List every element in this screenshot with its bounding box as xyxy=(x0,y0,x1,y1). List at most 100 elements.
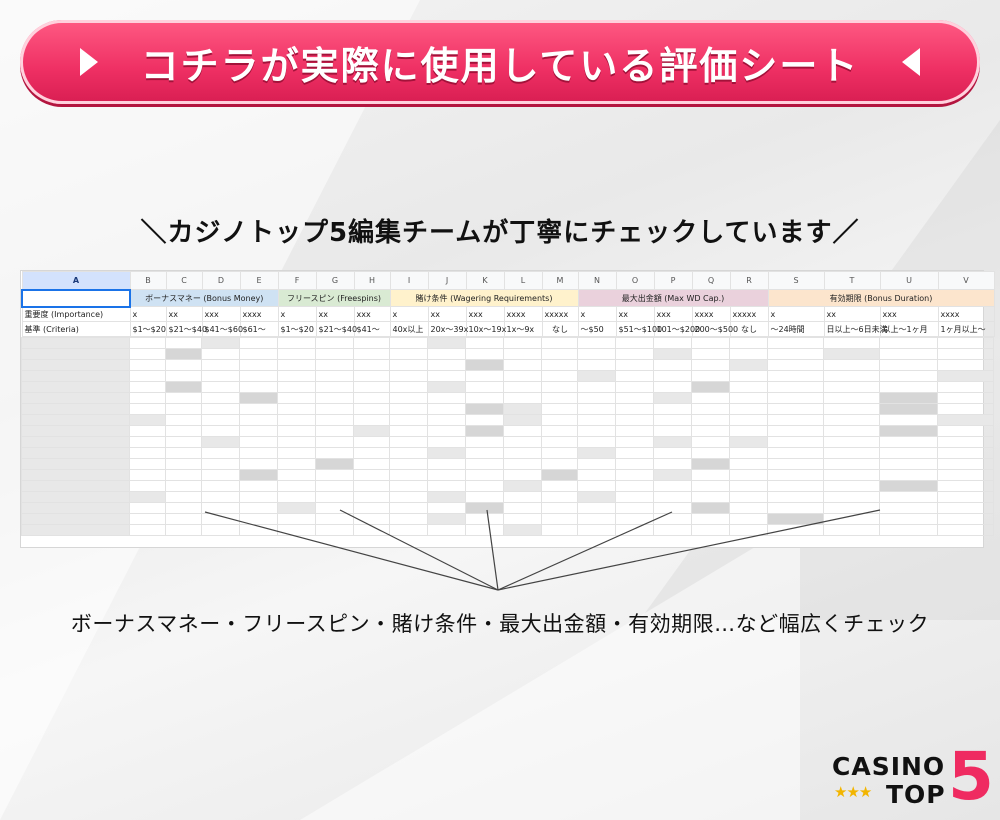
importance-cell[interactable]: xx xyxy=(615,306,655,322)
category-header[interactable]: ボーナスマネー (Bonus Money) xyxy=(129,289,279,307)
criteria-cell[interactable]: $1〜$20 xyxy=(277,321,317,337)
table-row xyxy=(21,513,994,525)
importance-cell[interactable]: xx xyxy=(315,306,355,322)
table-row xyxy=(21,370,994,382)
criteria-cell[interactable]: 以上〜1ヶ月 xyxy=(879,321,939,337)
importance-cell[interactable]: x xyxy=(577,306,617,322)
column-header-c[interactable]: C xyxy=(165,271,203,290)
table-row xyxy=(21,524,994,536)
importance-cell[interactable]: xxx xyxy=(653,306,693,322)
table-row xyxy=(21,447,994,459)
criteria-cell[interactable]: 1ヶ月以上〜 xyxy=(937,321,995,337)
criteria-cell[interactable]: $21〜$40 xyxy=(165,321,207,337)
criteria-cell[interactable]: $41〜$60 xyxy=(201,321,243,337)
criteria-cell[interactable]: 1x〜9x xyxy=(503,321,543,337)
criteria-cell[interactable]: $41〜 xyxy=(353,321,391,337)
criteria-cell[interactable]: 日以上〜6日未満 xyxy=(823,321,888,337)
row-label-importance[interactable]: 重要度 (Importance) xyxy=(21,306,131,322)
column-header-i[interactable]: I xyxy=(389,271,429,290)
background-facet xyxy=(300,520,800,820)
importance-cell[interactable]: xxxxx xyxy=(729,306,769,322)
star-icon: ★★★ xyxy=(834,783,872,801)
column-header-r[interactable]: R xyxy=(729,271,769,290)
table-row xyxy=(21,480,994,492)
bottom-caption: ボーナスマネー・フリースピン・賭け条件・最大出金額・有効期限…など幅広くチェック xyxy=(70,612,930,636)
column-header-g[interactable]: G xyxy=(315,271,355,290)
importance-cell[interactable]: xxxx xyxy=(239,306,279,322)
table-row xyxy=(21,381,994,393)
column-header-m[interactable]: M xyxy=(541,271,579,290)
column-header-e[interactable]: E xyxy=(239,271,279,290)
criteria-cell[interactable]: 40x以上 xyxy=(389,321,429,337)
importance-cell[interactable]: xxx xyxy=(353,306,391,322)
importance-cell[interactable]: xxx xyxy=(879,306,939,322)
logo-five-text: 5 xyxy=(948,738,994,815)
criteria-cell[interactable]: 〜$50 xyxy=(577,321,617,337)
logo-casino-text: CASINO xyxy=(832,752,946,781)
column-header-a[interactable]: A xyxy=(21,271,131,290)
importance-cell[interactable]: xxxx xyxy=(937,306,995,322)
table-row xyxy=(21,502,994,514)
importance-cell[interactable]: xxxx xyxy=(691,306,731,322)
table-row xyxy=(21,403,994,415)
blurred-data-rows xyxy=(21,337,994,536)
column-header-q[interactable]: Q xyxy=(691,271,731,290)
table-row xyxy=(21,469,994,481)
criteria-cell[interactable]: $1〜$20 xyxy=(129,321,167,337)
table-row xyxy=(21,359,994,371)
category-header[interactable]: 有効期限 (Bonus Duration) xyxy=(767,289,995,307)
column-header-s[interactable]: S xyxy=(767,271,825,290)
selected-cell-a2[interactable] xyxy=(21,288,131,308)
importance-cell[interactable]: x xyxy=(277,306,317,322)
column-header-d[interactable]: D xyxy=(201,271,241,290)
logo-top-text: TOP xyxy=(886,780,946,809)
column-header-l[interactable]: L xyxy=(503,271,543,290)
criteria-row: 基準 (Criteria) $1〜$20$21〜$40$41〜$60$61〜$1… xyxy=(21,321,995,337)
importance-cell[interactable]: xxxxx xyxy=(541,306,579,322)
column-header-n[interactable]: N xyxy=(577,271,617,290)
importance-cell[interactable]: x xyxy=(129,306,167,322)
criteria-cell[interactable]: 〜24時間 xyxy=(767,321,825,337)
criteria-cell[interactable]: なし xyxy=(541,321,579,337)
column-header-t[interactable]: T xyxy=(823,271,881,290)
row-label-criteria[interactable]: 基準 (Criteria) xyxy=(21,321,131,337)
criteria-cell[interactable]: 20x〜39x xyxy=(427,321,468,337)
category-header[interactable]: フリースピン (Freespins) xyxy=(277,289,391,307)
criteria-cell[interactable]: 101〜$200 xyxy=(653,321,700,337)
column-header-k[interactable]: K xyxy=(465,271,505,290)
importance-cell[interactable]: xx xyxy=(165,306,203,322)
column-header-u[interactable]: U xyxy=(879,271,939,290)
importance-cell[interactable]: xxx xyxy=(465,306,505,322)
criteria-cell[interactable]: $21〜$40 xyxy=(315,321,357,337)
column-header-p[interactable]: P xyxy=(653,271,693,290)
column-header-v[interactable]: V xyxy=(937,271,995,290)
title-banner: コチラが実際に使用している評価シート xyxy=(20,20,980,104)
column-header-h[interactable]: H xyxy=(353,271,391,290)
criteria-cell[interactable]: $61〜 xyxy=(239,321,279,337)
banner-title: コチラが実際に使用している評価シート xyxy=(140,43,860,88)
category-header[interactable]: 賭け条件 (Wagering Requirements) xyxy=(389,289,579,307)
table-row xyxy=(21,491,994,503)
column-header-f[interactable]: F xyxy=(277,271,317,290)
importance-cell[interactable]: x xyxy=(389,306,429,322)
importance-cell[interactable]: x xyxy=(767,306,825,322)
table-row xyxy=(21,425,994,437)
importance-cell[interactable]: xxxx xyxy=(503,306,543,322)
importance-cell[interactable]: xx xyxy=(427,306,467,322)
criteria-cell[interactable]: 200〜$500 xyxy=(691,321,738,337)
category-header[interactable]: 最大出金額 (Max WD Cap.) xyxy=(577,289,769,307)
casino-top5-logo: CASINO ★★★ TOP 5 xyxy=(832,744,994,810)
column-header-j[interactable]: J xyxy=(427,271,467,290)
table-row xyxy=(21,337,994,349)
importance-cell[interactable]: xx xyxy=(823,306,881,322)
table-row xyxy=(21,392,994,404)
importance-cell[interactable]: xxx xyxy=(201,306,241,322)
column-header-o[interactable]: O xyxy=(615,271,655,290)
column-header-b[interactable]: B xyxy=(129,271,167,290)
table-row xyxy=(21,414,994,426)
criteria-cell[interactable]: $51〜$100 xyxy=(615,321,662,337)
criteria-cell[interactable]: 10x〜19x xyxy=(465,321,506,337)
